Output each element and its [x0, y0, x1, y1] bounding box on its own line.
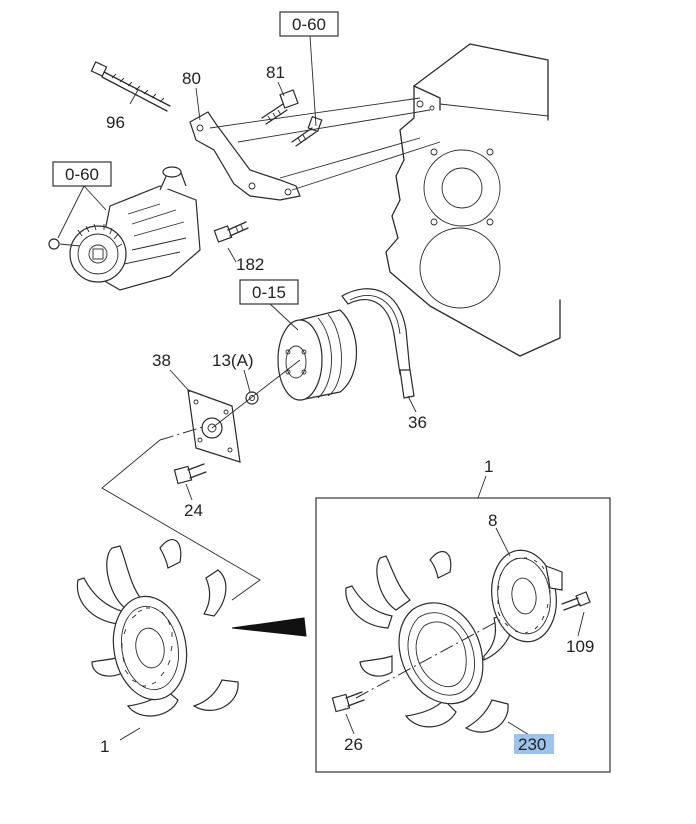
part-label-26: 26: [344, 735, 363, 754]
bolt-182: [213, 221, 249, 243]
assembly-line-right: [211, 359, 301, 429]
part-label-96: 96: [106, 113, 125, 132]
part-label-230[interactable]: 230: [518, 735, 546, 754]
ref-box-left: [52, 161, 112, 187]
assembly-line-left: [101, 439, 261, 601]
bracket-80: [189, 111, 301, 201]
bolt-26: [331, 691, 365, 713]
fan-blades-230: [345, 550, 513, 733]
part-label-81: 81: [266, 63, 285, 82]
part-label-182: 182: [236, 255, 264, 274]
part-label-inset-1: 1: [484, 457, 493, 476]
ref-box-pulley: [239, 279, 299, 305]
part-label-24: 24: [184, 501, 203, 520]
stud-109: [561, 591, 591, 611]
power-steering-pump: [48, 166, 201, 291]
part-label-80: 80: [182, 69, 201, 88]
leader-lines: [57, 35, 585, 741]
part-label-13a: 13(A): [212, 351, 254, 370]
drive-belt-36: [341, 288, 415, 399]
part-label-38: 38: [152, 351, 171, 370]
fan-assembly-left: [76, 539, 239, 717]
part-label-109: 109: [566, 637, 594, 656]
bolt-24: [173, 463, 207, 485]
fan-clutch-8: [491, 549, 563, 643]
part-label-8: 8: [488, 511, 497, 530]
ref-label-pulley: 0-15: [252, 283, 286, 302]
ref-label-left: 0-60: [65, 165, 99, 184]
part-label-1: 1: [100, 737, 109, 756]
part-230-highlight: [514, 734, 554, 754]
ref-box-top: [279, 11, 339, 37]
engine-block: [385, 43, 561, 357]
inset-arrow: [231, 617, 307, 637]
mount-lines: [209, 97, 441, 191]
stud-bolt: [291, 115, 323, 147]
ref-label-top: 0-60: [292, 15, 326, 34]
inset-assembly-line: [355, 619, 501, 699]
inset-leader-1: [477, 475, 487, 499]
pulley: [277, 309, 357, 401]
assembly-line-top: [159, 425, 207, 441]
long-bolt-96: [90, 61, 171, 112]
part-label-36: 36: [408, 413, 427, 432]
bolt-81: [261, 89, 299, 125]
